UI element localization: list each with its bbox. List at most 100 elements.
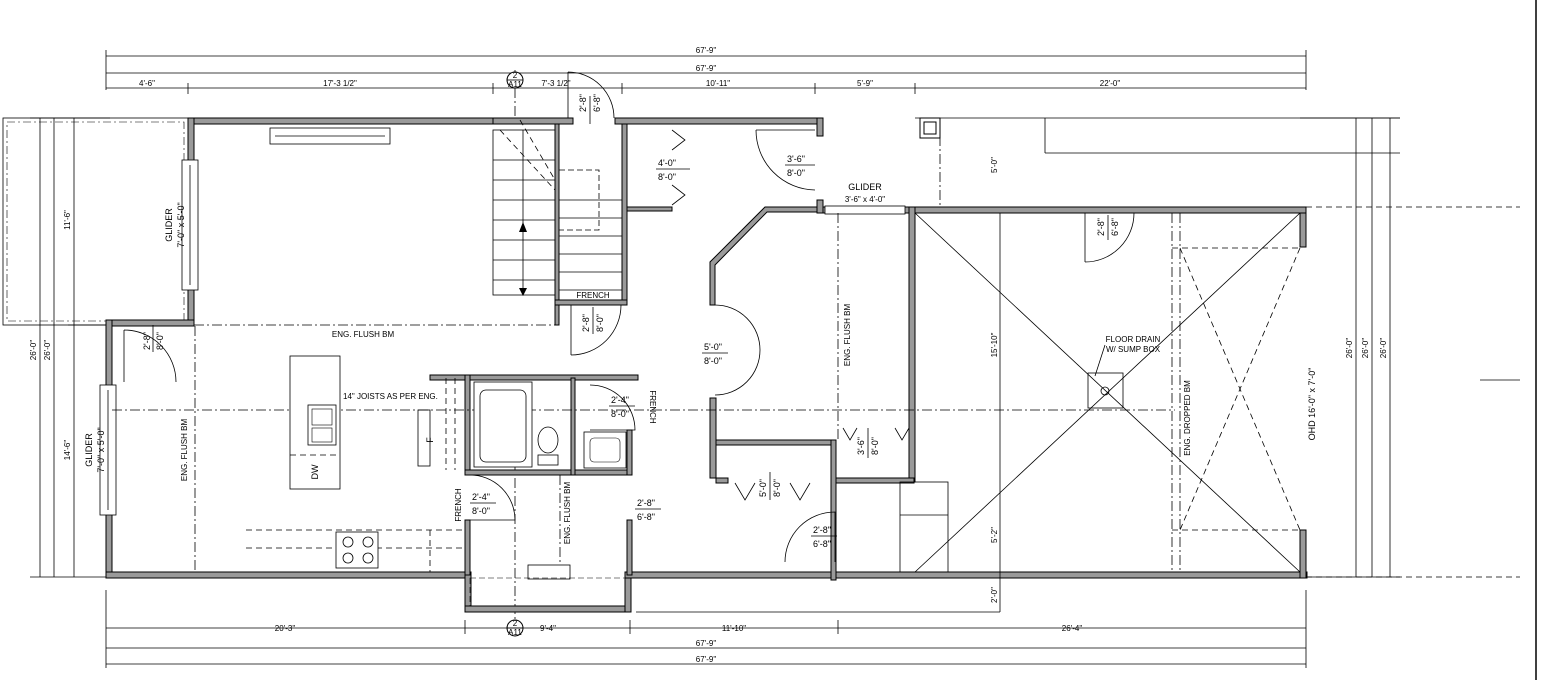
door-tag: 2'-4" 8'-0" (609, 395, 635, 419)
deck (2, 117, 189, 326)
svg-text:4'-0": 4'-0" (658, 158, 676, 168)
eng-dropped-bm-label: ENG. DROPPED BM (1183, 380, 1192, 456)
dim-bottom-seg-4: 26'-4" (1062, 624, 1083, 633)
dim-top-seg-6: 22'-0" (1100, 79, 1121, 88)
svg-text:5'-0": 5'-0" (704, 342, 722, 352)
svg-text:8'-0": 8'-0" (772, 479, 782, 497)
door-tag: 4'-0" 8'-0" (656, 158, 690, 182)
garage-dim-4: 2'-0" (990, 587, 999, 603)
glider-top-label: GLIDER (164, 208, 174, 242)
glider-center-size: 3'-6" x 4'-0" (845, 195, 885, 204)
door-tag: 2'-8" 8'-0" (581, 307, 605, 334)
doors (123, 71, 1135, 570)
eng-flush-bm-left: ENG. FLUSH BM (180, 419, 189, 482)
door-tag: 3'-6" 8'-0" (785, 154, 815, 178)
door-tag: 2'-8" 6'-8" (635, 498, 661, 522)
dim-top-seg-5: 5'-9" (857, 79, 873, 88)
eng-flush-bm-bath: ENG. FLUSH BM (563, 482, 572, 545)
door-tag: 2'-8" 6'-8" (1096, 215, 1120, 240)
svg-text:2'-8": 2'-8" (581, 314, 591, 332)
door-tag: 2'-8" 6'-8" (578, 94, 602, 124)
svg-text:8'-0": 8'-0" (595, 314, 605, 332)
eng-flush-bm-center: ENG. FLUSH BM (843, 304, 852, 367)
dim-bottom-seg-2: 9'-4" (540, 624, 556, 633)
svg-text:A11: A11 (508, 628, 522, 637)
svg-text:2'-8": 2'-8" (578, 94, 588, 112)
svg-text:3'-6": 3'-6" (787, 154, 805, 164)
glider-center-label: GLIDER (848, 182, 882, 192)
svg-text:2'-8": 2'-8" (813, 525, 831, 535)
dim-overall-top-inner: 67'-9" (696, 64, 717, 73)
svg-text:6'-8": 6'-8" (1110, 218, 1120, 236)
door-tag: 3'-6" 8'-0" (856, 428, 880, 458)
fridge-label: F (425, 437, 435, 443)
door-tag: 2'-8" 8'-0" (142, 325, 165, 352)
sump-box-label: W/ SUMP BOX (1106, 345, 1161, 354)
door-tag: 5'-0" 8'-0" (758, 472, 782, 500)
dim-overall-bottom-1: 67'-9" (696, 639, 717, 648)
dim-top-seg-2: 17'-3 1/2" (323, 79, 357, 88)
dim-overall-top-outer: 67'-9" (696, 46, 717, 55)
bottom-dimensions: 20'-3" 9'-4" 11'-10" 26'-4" 67'-9" 67'-9… (105, 590, 1307, 668)
joists-note: 14" JOISTS AS PER ENG. (343, 392, 438, 401)
svg-text:6'-8": 6'-8" (813, 539, 831, 549)
glider-top-size: 7'-0" x 5'-0" (176, 202, 186, 247)
svg-text:3'-6": 3'-6" (856, 437, 866, 455)
svg-text:2'-4": 2'-4" (472, 492, 490, 502)
labels: GLIDER 7'-0" x 5'-0" GLIDER 7'-0" x 5'-0… (84, 182, 885, 544)
dim-right-1: 26'-0" (1345, 338, 1354, 359)
floor-drain-label: FLOOR DRAIN (1106, 335, 1161, 344)
svg-text:2'-8": 2'-8" (1096, 218, 1106, 236)
garage-dim-1: 5'-0" (990, 157, 999, 173)
svg-text:2'-8": 2'-8" (637, 498, 655, 508)
svg-text:2'-4": 2'-4" (611, 395, 629, 405)
svg-text:8'-0": 8'-0" (870, 437, 880, 455)
door-tag: 2'-8" 6'-8" (811, 525, 837, 549)
dim-left-overall-1: 26'-0" (29, 340, 38, 361)
svg-text:6'-8": 6'-8" (592, 94, 602, 112)
dim-bottom-seg-3: 11'-10" (722, 624, 746, 633)
dim-left-overall-2: 26'-0" (43, 340, 52, 361)
french-label-lower: FRENCH (454, 488, 463, 522)
dim-right-3: 26'-0" (1379, 338, 1388, 359)
door-tag: 5'-0" 8'-0" (702, 342, 728, 366)
svg-text:8'-0": 8'-0" (472, 506, 490, 516)
svg-text:8'-0": 8'-0" (155, 332, 165, 350)
svg-text:6'-8": 6'-8" (637, 512, 655, 522)
garage-dim-3: 5'-2" (990, 527, 999, 543)
svg-text:8'-0": 8'-0" (658, 172, 676, 182)
french-label-stair: FRENCH (576, 291, 610, 300)
svg-text:5'-0": 5'-0" (758, 479, 768, 497)
garage: 5'-0" 15'-10" 5'-2" 2'-0" FLOOR DRAIN W/… (899, 117, 1317, 612)
svg-text:2: 2 (513, 71, 518, 80)
bathroom (445, 378, 627, 607)
glider-bottom-size: 7'-0" x 5'-0" (96, 427, 106, 472)
right-dimensions: 26'-0" 26'-0" 26'-0" (915, 117, 1520, 578)
dim-top-seg-4: 10'-11" (706, 79, 730, 88)
glider-bottom-label: GLIDER (84, 433, 94, 467)
dim-right-2: 26'-0" (1361, 338, 1370, 359)
windows (99, 127, 906, 516)
door-tags: 2'-8" 6'-8" 4'-0" 8'-0" 3'-6" 8'-0" 2'-8… (142, 94, 1120, 549)
french-label-bath: FRENCH (648, 390, 657, 424)
dim-top-seg-1: 4'-6" (139, 79, 155, 88)
left-dimensions: 11'-6" 14'-6" 26'-0" 26'-0" (29, 117, 110, 578)
dim-bottom-seg-1: 20'-3" (275, 624, 296, 633)
dim-top-seg-3: 7'-3 1/2" (541, 79, 570, 88)
garage-dim-2: 15'-10" (990, 332, 999, 357)
svg-text:2'-8": 2'-8" (142, 332, 152, 350)
top-dimensions: 67'-9" 67'-9" 4'-6" 17'-3 1/2" 7'-3 1/2"… (105, 46, 1307, 94)
stairs (492, 119, 622, 296)
door-tag: 2'-4" 8'-0" (470, 492, 496, 516)
svg-text:8'-0": 8'-0" (611, 409, 629, 419)
section-marker-top: 2 A11 (506, 70, 524, 120)
dim-left-upper: 11'-6" (63, 210, 72, 230)
svg-text:A11: A11 (508, 80, 522, 89)
interior-walls (429, 123, 915, 581)
dim-overall-bottom-2: 67'-9" (696, 655, 717, 664)
svg-text:8'-0": 8'-0" (787, 168, 805, 178)
svg-text:2: 2 (513, 619, 518, 628)
dishwasher-label: DW (310, 464, 320, 479)
kitchen (246, 355, 465, 572)
